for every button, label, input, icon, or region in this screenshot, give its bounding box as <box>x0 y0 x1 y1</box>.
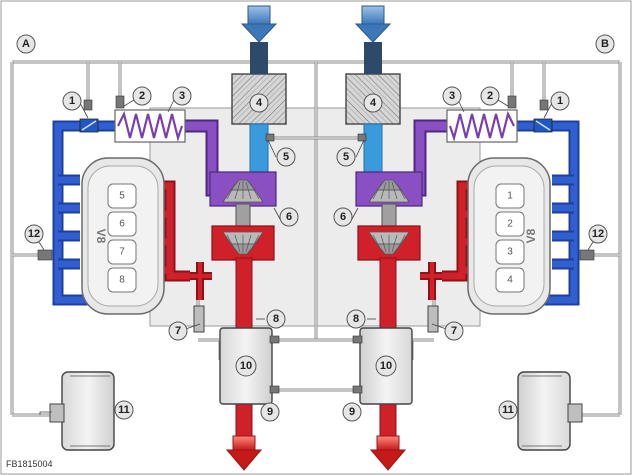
svg-text:B: B <box>601 38 609 50</box>
exhaust-pipe-left <box>235 257 253 439</box>
intercooler-right <box>446 109 518 143</box>
turbocharger-right <box>355 171 423 261</box>
callout-12-left: 12 <box>24 224 44 244</box>
callout-6-right: 6 <box>333 207 353 227</box>
callout-9-right: 9 <box>342 402 362 422</box>
cylinder-label: 4 <box>507 275 513 286</box>
callout-5-right: 5 <box>336 147 356 167</box>
svg-text:7: 7 <box>175 325 181 337</box>
sensor-2-left <box>115 95 125 109</box>
exhaust-outlet-arrow-right <box>369 435 407 471</box>
sensor-9-left <box>269 385 280 394</box>
leader-lines <box>33 99 599 332</box>
svg-text:11: 11 <box>502 404 514 416</box>
callout-10-left: 10 <box>235 355 257 377</box>
callout-2-left: 2 <box>132 86 152 106</box>
intercooler-left <box>114 109 186 143</box>
cylinders-left: 5 6 7 8 <box>107 183 137 293</box>
callout-7-left: 7 <box>168 321 188 341</box>
svg-text:5: 5 <box>343 151 349 163</box>
sensor-9-right <box>352 385 363 394</box>
svg-text:6: 6 <box>286 211 292 223</box>
callout-12-right: 12 <box>588 224 608 244</box>
control-module-left <box>49 371 115 451</box>
svg-text:4: 4 <box>256 97 263 109</box>
svg-text:5: 5 <box>283 151 289 163</box>
intake-duct-left <box>250 42 268 74</box>
cylinder-label: 1 <box>507 191 513 202</box>
air-inlet-arrow-right <box>354 5 392 43</box>
callout-7-right: 7 <box>444 321 464 341</box>
callout-11-left: 11 <box>114 400 134 420</box>
svg-text:8: 8 <box>353 313 359 325</box>
actuator-7-left <box>193 305 205 333</box>
sensor-1-left <box>79 99 99 133</box>
callout-2-right: 2 <box>480 86 500 106</box>
svg-text:7: 7 <box>451 325 457 337</box>
engine-badge-left: V8 <box>94 229 108 244</box>
sensor-12-left <box>37 249 53 261</box>
sensor-8-right <box>352 335 363 344</box>
sensor-5-left <box>265 133 275 142</box>
svg-text:12: 12 <box>592 228 604 240</box>
callout-4-left: 4 <box>249 93 269 113</box>
cylinder-frames-right <box>495 183 525 293</box>
exhaust-outlet-arrow-left <box>225 435 263 471</box>
charge-air-pipe-left <box>52 120 115 306</box>
sensor-5-right <box>357 133 367 142</box>
svg-text:10: 10 <box>380 360 392 372</box>
engine-badge-right: V8 <box>524 228 538 243</box>
callout-5-left: 5 <box>276 147 296 167</box>
svg-text:3: 3 <box>449 90 455 102</box>
callout-3-right: 3 <box>442 86 462 106</box>
svg-text:1: 1 <box>557 95 563 107</box>
callout-3-left: 3 <box>172 86 192 106</box>
sensor-1-right <box>533 99 553 133</box>
cylinders-right: 1 2 3 4 <box>507 191 513 286</box>
svg-text:10: 10 <box>240 360 252 372</box>
svg-text:12: 12 <box>28 228 40 240</box>
callout-9-left: 9 <box>260 402 280 422</box>
control-module-right <box>517 371 583 451</box>
callout-4-right: 4 <box>363 93 383 113</box>
svg-text:9: 9 <box>349 406 355 418</box>
figure-id: FB1815004 <box>6 459 53 469</box>
svg-text:A: A <box>22 38 30 50</box>
callout-11-right: 11 <box>498 400 518 420</box>
cylinder-label: 5 <box>119 191 125 202</box>
cylinder-label: 8 <box>119 275 125 286</box>
svg-text:6: 6 <box>340 211 346 223</box>
sensor-12-right <box>579 249 595 261</box>
air-inlet-arrow-left <box>240 5 278 43</box>
callout-8-right: 8 <box>346 309 366 329</box>
callout-10-right: 10 <box>375 355 397 377</box>
actuator-7-right <box>427 305 439 333</box>
svg-text:8: 8 <box>273 313 279 325</box>
cylinder-label: 7 <box>119 247 125 258</box>
svg-text:4: 4 <box>370 97 377 109</box>
turbocharger-left <box>209 171 277 261</box>
svg-text:1: 1 <box>69 95 75 107</box>
svg-text:3: 3 <box>179 90 185 102</box>
callout-A: A <box>16 34 36 54</box>
svg-text:11: 11 <box>118 404 130 416</box>
svg-text:2: 2 <box>487 90 493 102</box>
callout-B: B <box>595 34 615 54</box>
callout-1-left: 1 <box>62 91 82 111</box>
cylinder-label: 3 <box>507 247 513 258</box>
intake-duct-right <box>364 42 382 74</box>
fresh-air-pipe-left <box>249 123 269 175</box>
sensor-2-right <box>507 95 517 109</box>
callout-8-left: 8 <box>266 309 286 329</box>
sensor-8-left <box>269 335 280 344</box>
fresh-air-pipe-right <box>363 123 383 175</box>
callout-6-left: 6 <box>279 207 299 227</box>
svg-text:9: 9 <box>267 406 273 418</box>
cylinder-label: 2 <box>507 219 513 230</box>
callout-1-right: 1 <box>550 91 570 111</box>
cylinder-label: 6 <box>119 219 125 230</box>
svg-text:2: 2 <box>139 90 145 102</box>
